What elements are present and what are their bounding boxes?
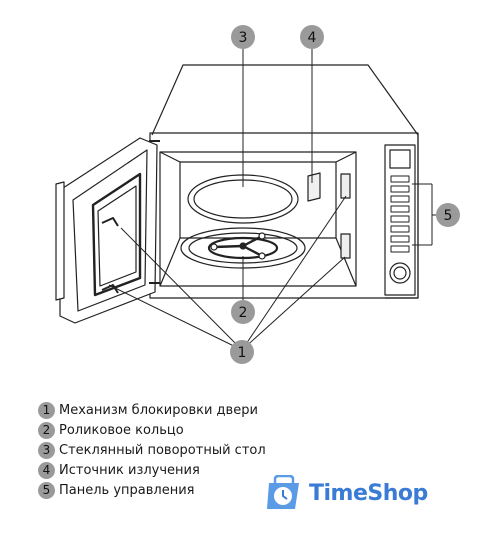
cavity-opening	[159, 151, 357, 287]
legend: 1 Механизм блокировки двери 2 Роликовое …	[38, 400, 266, 500]
leader-1b	[120, 227, 243, 351]
door-handle	[55, 181, 65, 301]
legend-item: 5 Панель управления	[38, 480, 266, 500]
legend-num: 1	[38, 401, 55, 419]
callout-3: 3	[231, 25, 255, 49]
legend-item: 4 Источник излучения	[38, 460, 266, 480]
callout-5: 5	[436, 203, 460, 227]
legend-label: Стеклянный поворотный стол	[59, 442, 266, 458]
leader-1d	[241, 195, 347, 351]
callout-1: 1	[230, 340, 254, 364]
legend-label: Механизм блокировки двери	[59, 402, 258, 418]
door-hook-bottom	[101, 284, 119, 294]
wave-guide-cover	[307, 172, 321, 202]
legend-num: 4	[38, 461, 55, 479]
cabinet-outline	[151, 64, 419, 136]
legend-label: Панель управления	[59, 482, 195, 498]
control-knob	[389, 262, 411, 284]
legend-item: 1 Механизм блокировки двери	[38, 400, 266, 420]
callout-1-num: 1	[238, 345, 247, 361]
control-panel	[384, 144, 416, 296]
leader-1a	[108, 284, 243, 351]
legend-item: 3 Стеклянный поворотный стол	[38, 440, 266, 460]
legend-item: 2 Роликовое кольцо	[38, 420, 266, 440]
callout-4: 4	[300, 25, 324, 49]
door-hook-top	[101, 217, 119, 227]
shopping-bag-clock-icon	[267, 475, 299, 509]
callout-4-num: 4	[308, 30, 317, 46]
callout-5-num: 5	[444, 208, 453, 224]
leader-1c	[241, 256, 346, 351]
legend-label: Роликовое кольцо	[59, 422, 184, 438]
legend-num: 3	[38, 441, 55, 459]
lock-slot-top	[340, 173, 351, 199]
watermark-text: TimeShop	[309, 480, 428, 506]
lock-slot-bottom	[340, 233, 351, 259]
callout-2: 2	[231, 300, 255, 324]
timeshop-watermark: TimeShop	[265, 475, 428, 511]
legend-num: 5	[38, 481, 55, 499]
leader-5	[412, 183, 436, 246]
callout-3-num: 3	[239, 30, 248, 46]
door-window	[91, 172, 142, 297]
callout-2-num: 2	[239, 305, 248, 321]
microwave-diagram: 3 4 5 2 1	[55, 25, 460, 364]
legend-label: Источник излучения	[59, 462, 200, 478]
legend-num: 2	[38, 421, 55, 439]
door	[59, 137, 158, 324]
display	[389, 149, 411, 169]
